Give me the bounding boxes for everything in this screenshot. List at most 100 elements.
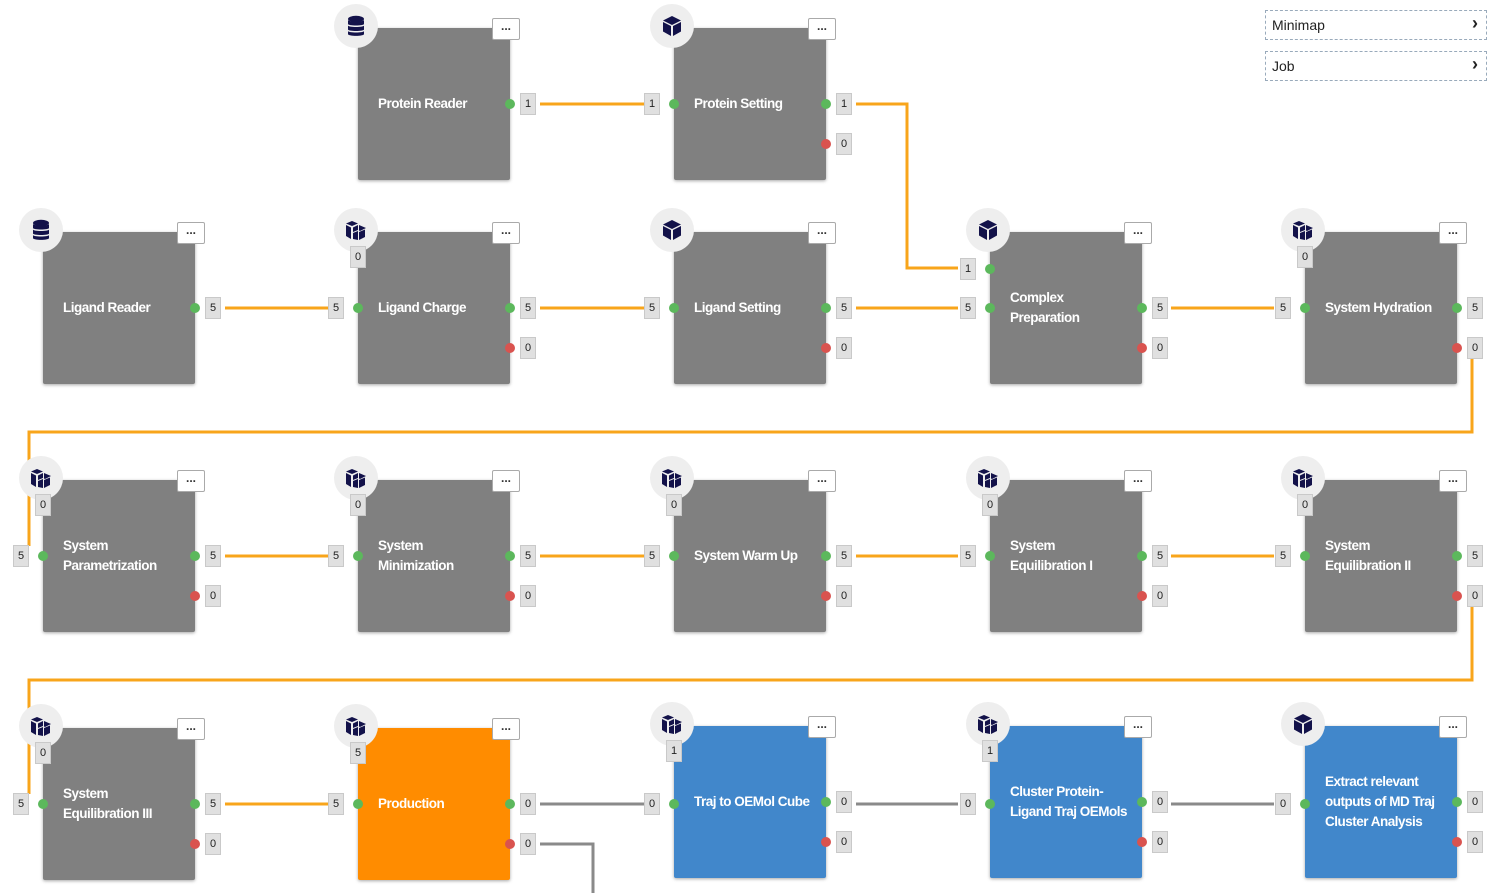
node-menu-button[interactable]: ... [808,470,836,492]
input-port[interactable] [1300,799,1310,809]
failure-port[interactable] [505,839,515,849]
node-menu-button[interactable]: ... [492,222,520,244]
success-port[interactable] [505,799,515,809]
node-menu-button[interactable]: ... [1124,716,1152,738]
node-menu-button[interactable]: ... [492,18,520,40]
node-menu-button[interactable]: ... [492,470,520,492]
output-count-badge: 0 [836,791,852,813]
failure-port[interactable] [1137,591,1147,601]
output-count-badge: 5 [1467,545,1483,567]
input-port[interactable] [669,303,679,313]
node-menu-button[interactable]: ... [1439,716,1467,738]
input-port[interactable] [985,303,995,313]
node-label: System Parametrization [63,538,157,573]
success-port[interactable] [190,303,200,313]
failure-port[interactable] [821,343,831,353]
node-menu-button[interactable]: ... [177,470,205,492]
node-menu-button[interactable]: ... [1439,470,1467,492]
node-menu-button[interactable]: ... [1124,470,1152,492]
failure-port[interactable] [821,591,831,601]
success-port[interactable] [505,99,515,109]
output-count-badge: 1 [836,93,852,115]
success-port[interactable] [1452,797,1462,807]
node-label: Ligand Setting [694,300,781,315]
workflow-node[interactable]: Protein Reader...1 [334,4,536,180]
input-port[interactable] [1300,551,1310,561]
input-port[interactable] [353,799,363,809]
workflow-node[interactable]: Ligand Reader...5 [19,208,221,384]
node-menu-button[interactable]: ... [808,18,836,40]
success-port[interactable] [1137,551,1147,561]
input-port[interactable] [669,99,679,109]
node-label: Production [378,796,445,811]
success-port[interactable] [821,99,831,109]
success-port[interactable] [1452,551,1462,561]
success-port[interactable] [505,303,515,313]
success-port[interactable] [1137,303,1147,313]
input-count-badge: 5 [13,793,29,815]
node-menu-button[interactable]: ... [808,222,836,244]
node-menu-button[interactable]: ... [177,718,205,740]
failure-port[interactable] [821,837,831,847]
failure-port[interactable] [1137,343,1147,353]
input-port[interactable] [38,799,48,809]
failure-port[interactable] [821,139,831,149]
output-count-badge: 1 [520,93,536,115]
input-port[interactable] [353,551,363,561]
input-port[interactable] [353,303,363,313]
failure-port[interactable] [1137,837,1147,847]
job-toggle[interactable]: Job › [1265,51,1487,81]
failure-port[interactable] [190,839,200,849]
minimap-toggle[interactable]: Minimap › [1265,10,1487,40]
failure-count-badge: 0 [520,585,536,607]
failure-count-badge: 0 [836,831,852,853]
failure-port[interactable] [505,591,515,601]
node-menu-button[interactable]: ... [1439,222,1467,244]
success-port[interactable] [190,799,200,809]
failure-port[interactable] [1452,591,1462,601]
node-menu-button[interactable]: ... [808,716,836,738]
node-count-badge: 0 [35,494,51,516]
failure-count-badge: 0 [836,337,852,359]
node-label: Cluster Protein-Ligand Traj OEMols [1010,784,1128,819]
failure-port[interactable] [1452,343,1462,353]
success-port[interactable] [821,551,831,561]
node-menu-button[interactable]: ... [177,222,205,244]
failure-port[interactable] [505,343,515,353]
input-port[interactable] [669,799,679,809]
input-port[interactable] [1300,303,1310,313]
failure-port[interactable] [1452,837,1462,847]
input-port[interactable] [985,551,995,561]
success-port[interactable] [821,303,831,313]
success-port[interactable] [1137,797,1147,807]
success-port[interactable] [190,551,200,561]
node-menu-button[interactable]: ... [492,718,520,740]
input-count-badge: 5 [644,297,660,319]
input-port[interactable] [669,551,679,561]
node-menu-button[interactable]: ... [1124,222,1152,244]
input-port[interactable] [985,799,995,809]
workflow-node[interactable]: Extract relevant outputs of MD Traj Clus… [1275,702,1483,878]
input-port[interactable] [985,264,995,274]
success-port[interactable] [1452,303,1462,313]
node-count-badge: 1 [982,740,998,762]
node-label: Protein Setting [694,96,783,111]
success-port[interactable] [821,797,831,807]
input-port[interactable] [38,551,48,561]
success-port[interactable] [505,551,515,561]
failure-port[interactable] [190,591,200,601]
